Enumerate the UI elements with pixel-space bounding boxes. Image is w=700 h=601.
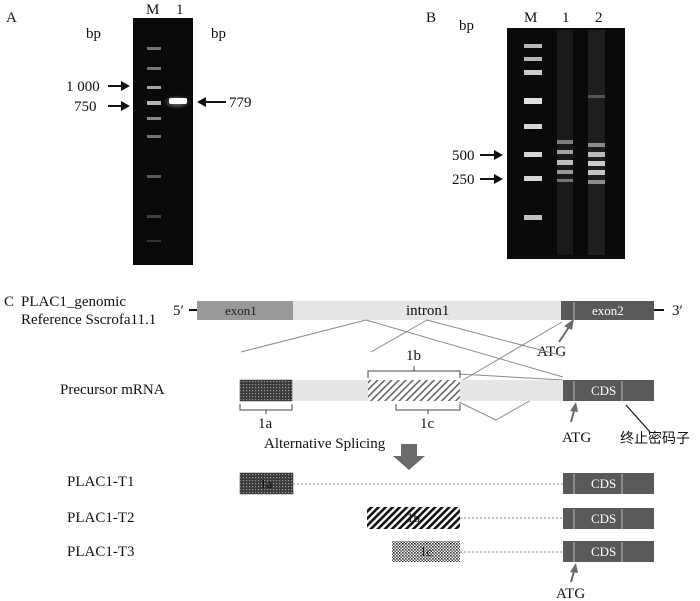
seg-1b-label: 1b — [406, 348, 421, 364]
panel-b-lane-2: 2 — [595, 10, 603, 26]
gel-a — [133, 18, 193, 265]
ladder-band — [147, 47, 161, 50]
panel-a-unit-left: bp — [86, 26, 101, 42]
splice-connectors — [241, 320, 563, 420]
ladder-band — [524, 98, 542, 104]
splicing-arrow — [393, 444, 425, 470]
t2-1b-label: 1b — [407, 510, 420, 525]
bracket-1c — [396, 404, 460, 414]
lane-1-band — [557, 140, 573, 144]
arrow-head — [494, 150, 503, 160]
gel-b-lane-2 — [588, 30, 605, 255]
gel-a-sample-band — [169, 98, 187, 104]
precursor-1a — [240, 380, 292, 401]
band-779-label: 779 — [229, 95, 252, 111]
lane-2-band — [588, 95, 605, 98]
lane-1-band — [557, 170, 573, 174]
genomic-label-line2: Reference Sscrofa11.1 — [21, 312, 156, 328]
ladder-band — [524, 124, 542, 129]
panel-a-unit-right: bp — [211, 26, 226, 42]
lane-2-band — [588, 152, 605, 157]
panel-a: A bp bp M 1 1 000 750 779 — [6, 2, 252, 265]
panel-a-lane-1: 1 — [176, 2, 184, 18]
seg-1c-label: 1c — [420, 416, 435, 432]
panel-b-unit: bp — [459, 18, 474, 34]
lane-2-band — [588, 170, 605, 175]
arrow-head — [564, 319, 574, 330]
genomic-exon1-label: exon1 — [225, 303, 257, 318]
marker-1000-label: 1 000 — [66, 79, 100, 95]
genomic-intron1-label: intron1 — [406, 303, 449, 319]
panel-b-lane-1: 1 — [562, 10, 570, 26]
splicing-label: Alternative Splicing — [264, 436, 386, 452]
lane-2-band — [588, 180, 605, 184]
ladder-band — [524, 215, 542, 220]
marker-750-label: 750 — [74, 99, 97, 115]
lane-2-smear — [588, 30, 605, 255]
transcript-t3-label: PLAC1-T3 — [67, 544, 135, 560]
arrow-head — [121, 101, 130, 111]
bracket-1a — [240, 404, 292, 414]
arrow-head — [494, 174, 503, 184]
ladder-band — [524, 44, 542, 48]
precursor-1b — [368, 380, 460, 401]
transcript-t2-label: PLAC1-T2 — [67, 510, 135, 526]
genomic-exon2-label: exon2 — [592, 303, 624, 318]
ladder-band — [147, 135, 161, 138]
genomic-label-line1: PLAC1_genomic — [21, 294, 126, 310]
atg-label-genomic: ATG — [537, 344, 566, 360]
t1-cds-label: CDS — [591, 476, 616, 491]
panel-a-lane-m: M — [146, 2, 159, 18]
panel-b: B bp M 1 2 — [426, 10, 625, 259]
connector-line — [241, 320, 366, 352]
arrow-head — [570, 402, 578, 412]
panel-b-lane-m: M — [524, 10, 537, 26]
gel-b-lane-1 — [557, 30, 573, 255]
panel-a-label: A — [6, 10, 17, 26]
ladder-band — [147, 240, 161, 242]
panel-c: C PLAC1_genomic Reference Sscrofa11.1 5′… — [4, 294, 690, 601]
seg-1a-label: 1a — [258, 416, 273, 432]
ladder-band — [147, 215, 161, 218]
t3-cds-label: CDS — [591, 544, 616, 559]
transcript-t1-label: PLAC1-T1 — [67, 474, 135, 490]
lane-2-band — [588, 143, 605, 147]
marker-250-label: 250 — [452, 172, 475, 188]
lane-1-band — [557, 160, 573, 165]
ladder-band — [147, 101, 161, 105]
lane-1-band — [557, 150, 573, 154]
precursor-label: Precursor mRNA — [60, 382, 165, 398]
ladder-band — [147, 67, 161, 70]
ladder-band — [524, 70, 542, 75]
t2-cds-label: CDS — [591, 511, 616, 526]
arrow-head — [197, 97, 206, 107]
atg-label-t3: ATG — [556, 586, 585, 601]
lane-1-band — [557, 179, 573, 182]
connector-line — [459, 374, 563, 380]
arrow-head — [121, 81, 130, 91]
stop-codon-pointer — [626, 405, 650, 432]
ladder-band — [147, 117, 161, 120]
precursor-cds-label: CDS — [591, 383, 616, 398]
ladder-band — [524, 152, 542, 157]
stop-codon-label: 终止密码子 — [620, 430, 690, 447]
marker-500-label: 500 — [452, 148, 475, 164]
t3-1c-label: 1c — [420, 544, 433, 559]
three-prime-label: 3′ — [672, 303, 683, 319]
ladder-band — [147, 175, 161, 178]
connector-line — [427, 320, 563, 356]
lane-2-band — [588, 161, 605, 166]
ladder-band — [147, 86, 161, 89]
atg-label-precursor: ATG — [562, 430, 591, 446]
panel-c-label: C — [4, 294, 14, 310]
panel-b-label: B — [426, 10, 436, 26]
ladder-band — [524, 176, 542, 181]
five-prime-label: 5′ — [173, 303, 184, 319]
connector-line — [459, 402, 496, 420]
arrow-head — [570, 563, 578, 573]
ladder-band — [524, 57, 542, 61]
bracket-1b — [368, 366, 460, 378]
t1-1a-label: 1a — [260, 476, 273, 491]
